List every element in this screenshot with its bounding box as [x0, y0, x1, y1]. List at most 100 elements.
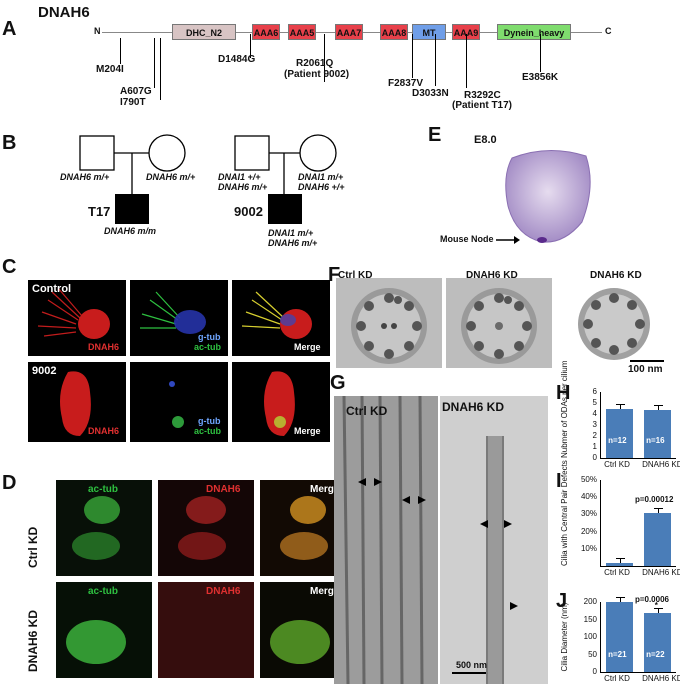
mutation-d1484g: D1484G	[218, 54, 256, 65]
y-tick-label: 30%	[580, 509, 597, 519]
fam2-proband-genotype-1: DNAI1 m/+	[268, 228, 314, 238]
panel-label-j: J	[556, 590, 568, 612]
y-tick-label: 40%	[580, 492, 597, 502]
panel-label-h: H	[556, 382, 571, 404]
x-axis	[600, 458, 676, 459]
em-ctrlkd-longitudinal	[334, 396, 438, 684]
label-merge-d1: Merge	[310, 484, 340, 495]
bar-n-label: n=21	[608, 650, 627, 659]
scale-bar-100nm	[630, 360, 664, 362]
bar-n-label: n=12	[608, 436, 627, 445]
label-dnah6-c1: DNAH6	[88, 342, 120, 352]
y-tick-label: 1	[592, 442, 597, 451]
bar-ctrl-kd	[606, 602, 634, 672]
y-tick-label: 3	[592, 420, 597, 429]
scale-bar-500nm	[452, 672, 486, 674]
error-bar	[657, 507, 659, 513]
x-tick-label: DNAH6 KD	[642, 568, 680, 577]
mutation-tick	[160, 38, 161, 100]
mutation-tick	[324, 34, 325, 82]
panel-label-e: E	[428, 124, 442, 146]
error-bar-cap	[653, 607, 663, 609]
error-bar	[619, 557, 621, 563]
fam2-proband-id: 9002	[234, 204, 263, 219]
micro-control-gtub-actub	[130, 280, 228, 356]
mutation-tick	[435, 34, 436, 86]
y-axis	[600, 392, 601, 458]
scale-label-500nm: 500 nm	[456, 660, 488, 670]
micro-ctrlkd-actub	[56, 480, 152, 576]
mutation-r3292c: R3292C	[464, 90, 501, 101]
fam1-proband-id: T17	[88, 204, 111, 219]
mouse-node-label: Mouse Node	[440, 234, 494, 244]
label-control: Control	[32, 283, 72, 295]
c-terminus-label: C	[605, 26, 612, 36]
y-axis	[600, 480, 601, 566]
x-tick-label: DNAH6 KD	[642, 460, 680, 469]
embryo-image	[505, 149, 591, 243]
micro-9002-dnah6	[28, 362, 126, 442]
micro-control-dnah6	[28, 280, 126, 356]
bar-ctrl-kd	[606, 408, 634, 458]
label-9002: 9002	[32, 365, 57, 377]
domain-aaa6: AAA6	[252, 24, 280, 40]
error-bar-cap	[653, 507, 663, 509]
y-tick-label: 5	[592, 398, 597, 407]
panel-label-c: C	[2, 256, 17, 278]
mutation-tick	[412, 34, 413, 78]
fam2-mother-genotype-2: DNAH6 +/+	[298, 182, 345, 192]
y-tick-label: 10%	[580, 543, 597, 553]
mutation-tick	[154, 38, 155, 88]
micro-9002-gtub-actub	[130, 362, 228, 442]
label-dnah6-d2: DNAH6	[206, 586, 241, 597]
y-tick-label: 50	[588, 649, 597, 659]
label-actub-d2: ac-tub	[88, 586, 118, 597]
y-tick-label: 4	[592, 409, 597, 418]
label-actub-d1: ac-tub	[88, 484, 118, 495]
label-merge-c1: Merge	[294, 342, 321, 352]
panel-label-d: D	[2, 472, 17, 494]
row-label-dnah6kd: DNAH6 KD	[26, 609, 40, 672]
bar-dnah6-kd	[644, 612, 672, 672]
label-gtub-c2: g-tub	[198, 416, 221, 426]
bar-ctrl-kd	[606, 562, 634, 566]
mutation-d3033n: D3033N	[412, 88, 449, 99]
label-actub-c1: ac-tub	[194, 342, 221, 352]
patient-t17-note: (Patient T17)	[452, 100, 513, 111]
mutation-a607g: A607G	[120, 86, 152, 97]
bar-dnah6-kd	[644, 512, 672, 566]
label-f-dnah6kd-1: DNAH6 KD	[466, 270, 518, 281]
panel-label-b: B	[2, 132, 17, 154]
domain-mt: MT	[412, 24, 446, 40]
domain-aaa7: AAA7	[335, 24, 363, 40]
x-tick-label: Ctrl KD	[604, 568, 630, 577]
mutation-f2837v: F2837V	[388, 78, 424, 89]
label-g-ctrlkd: Ctrl KD	[346, 404, 388, 418]
embryo-stage-label: E8.0	[474, 134, 497, 146]
fam1-proband-genotype: DNAH6 m/m	[104, 226, 157, 236]
y-tick-label: 0	[592, 453, 597, 462]
micro-control-merge	[232, 280, 330, 356]
em-ctrlkd-cross-section	[336, 278, 442, 368]
x-axis	[600, 566, 676, 567]
micro-9002-merge	[232, 362, 330, 442]
error-bar-cap	[615, 597, 625, 598]
fam1-father-genotype: DNAH6 m/+	[60, 172, 110, 182]
fam2-mother-genotype-1: DNAI1 m/+	[298, 172, 344, 182]
mutation-r2061q: R2061Q	[296, 58, 334, 69]
father-symbol-1	[79, 135, 115, 171]
error-bar-cap	[615, 557, 625, 559]
mother-symbol-1	[148, 134, 186, 172]
micro-ctrlkd-dnah6	[158, 480, 254, 576]
y-tick-label: 0	[592, 667, 597, 676]
error-bar	[619, 403, 621, 409]
label-gtub-c1: g-tub	[198, 332, 221, 342]
x-tick-label: Ctrl KD	[604, 674, 630, 683]
x-axis	[600, 672, 676, 673]
error-bar-cap	[615, 403, 625, 405]
label-merge-d2: Merge	[310, 586, 340, 597]
micro-dnah6kd-actub	[56, 582, 152, 678]
em-dnah6kd-longitudinal	[440, 396, 548, 684]
